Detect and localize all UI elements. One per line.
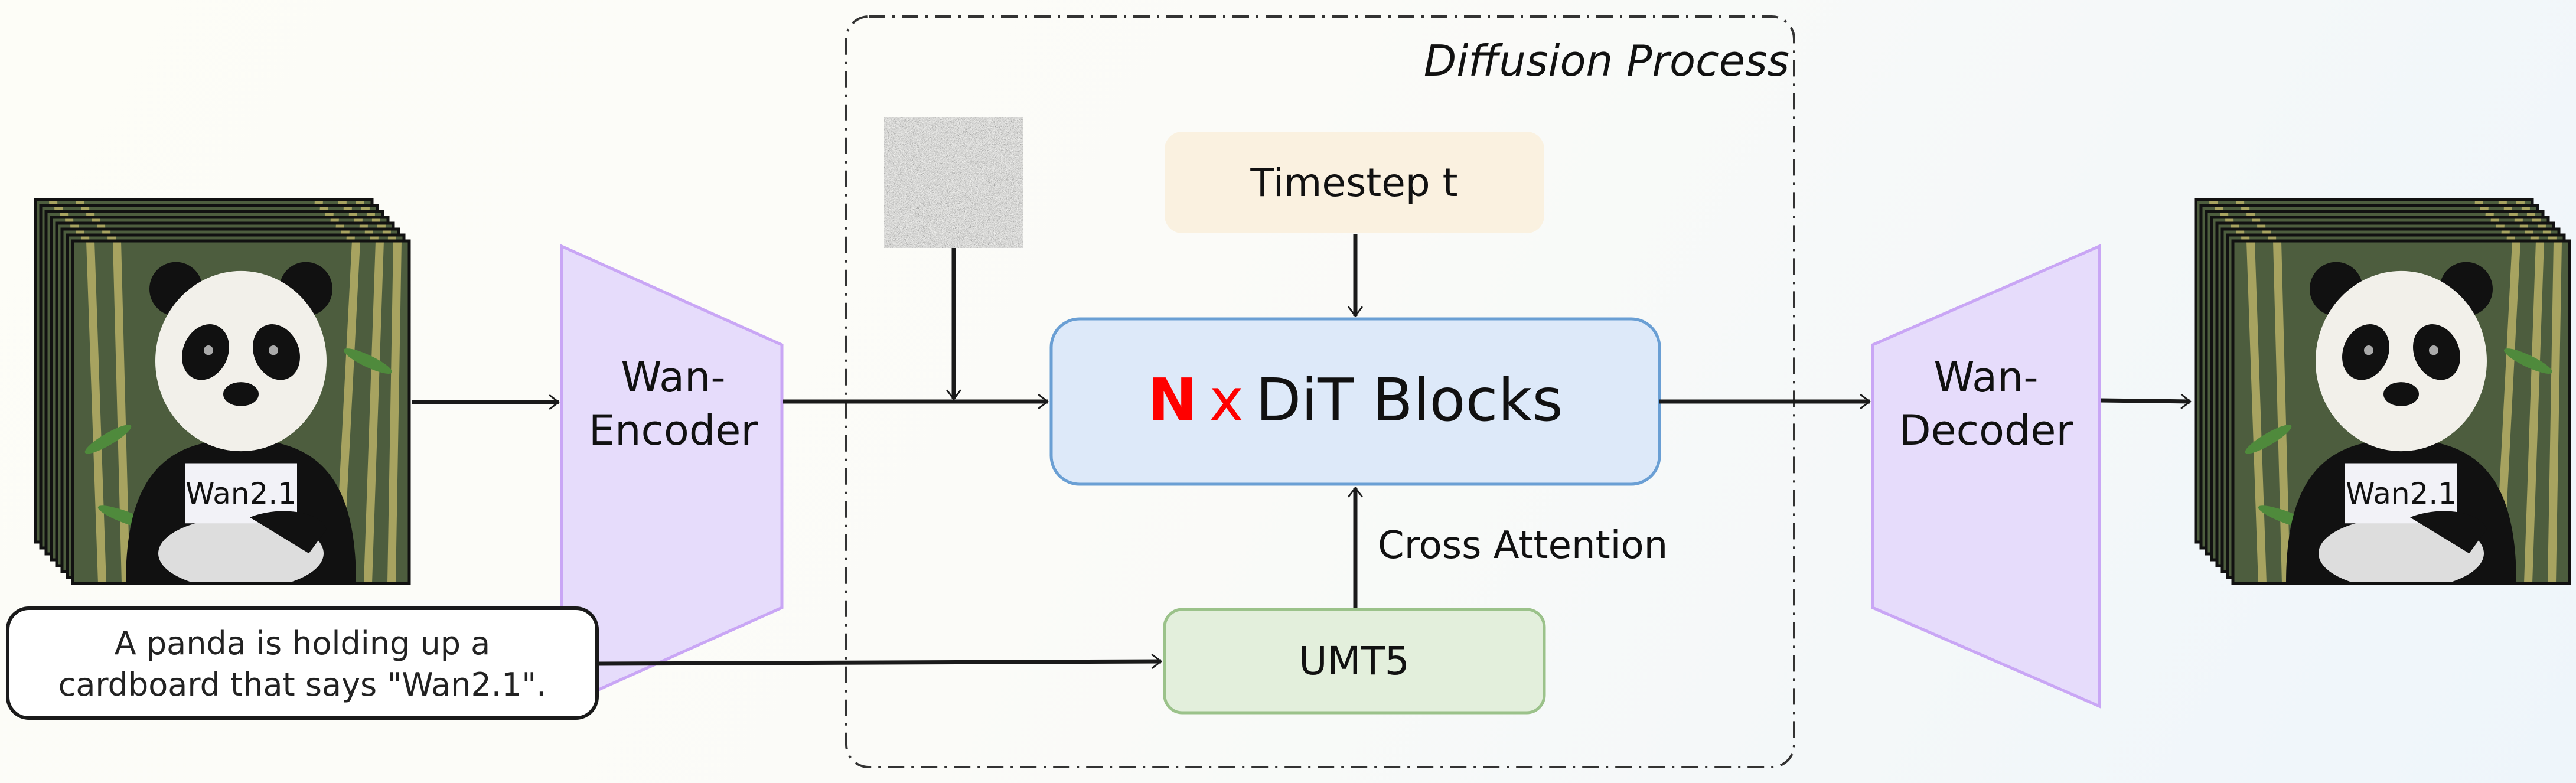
output-video-frames (2194, 198, 2571, 589)
arrow-decoder-to-video (2100, 394, 2192, 409)
video-frame (2233, 241, 2570, 589)
noise-latent-image (884, 117, 1023, 248)
umt5-box: UMT5 (1163, 608, 1546, 715)
input-panda-sign-text: Wan2.1 (185, 477, 296, 511)
arrow-prompt-to-umt5 (598, 654, 1162, 669)
prompt-line1: A panda is holding up a (115, 625, 491, 662)
timestep-box: Timestep t (1165, 132, 1544, 233)
wan-decoder: Wan- Decoder (1871, 244, 2101, 709)
wan-encoder: Wan- Encoder (560, 244, 784, 709)
decoder-label-line2: Decoder (1899, 406, 2073, 455)
diffusion-process-region (845, 15, 1795, 768)
dit-blocks-label: DiT Blocks (1256, 366, 1563, 435)
text-prompt-box: A panda is holding up a cardboard that s… (6, 606, 599, 720)
umt5-label: UMT5 (1299, 638, 1410, 684)
dit-n-label: N (1147, 366, 1197, 435)
decoder-label-line1: Wan- (1933, 353, 2038, 402)
diffusion-process-title: Diffusion Process (1424, 36, 1789, 86)
video-frame-border (2231, 239, 2571, 585)
dit-x-label: x (1209, 366, 1244, 435)
encoder-label-line1: Wan- (621, 353, 725, 402)
cross-attention-label: Cross Attention (1378, 524, 1668, 567)
timestep-label: Timestep t (1250, 160, 1457, 205)
input-video-frames (34, 198, 411, 589)
prompt-line2: cardboard that says "Wan2.1". (58, 666, 547, 703)
output-panda-sign-text: Wan2.1 (2346, 477, 2457, 511)
encoder-label-line2: Encoder (589, 406, 758, 455)
video-frame-border (71, 239, 411, 585)
video-frame (73, 241, 409, 589)
